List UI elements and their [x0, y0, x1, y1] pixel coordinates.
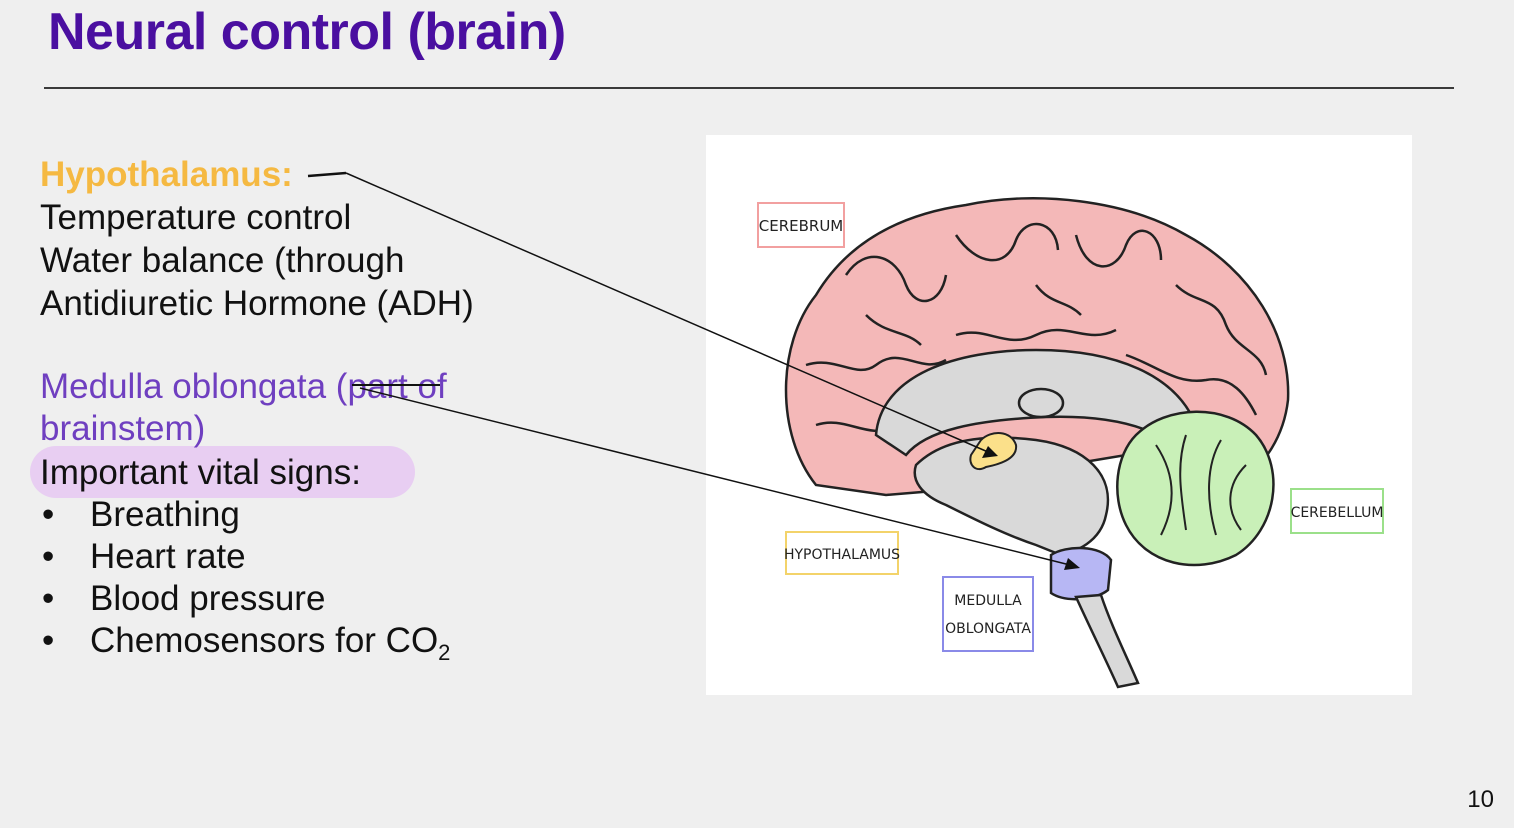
- cerebellum-label-box: [1290, 488, 1384, 534]
- vital-signs-list: •Breathing •Heart rate •Blood pressure •…: [40, 494, 450, 674]
- medulla-heading-main: Medulla oblongata: [40, 367, 327, 406]
- hypothalamus-heading: Hypothalamus:: [40, 155, 293, 194]
- hypothalamus-functions: Temperature control Water balance (throu…: [40, 196, 474, 325]
- hypothalamus-line-2: Water balance (through: [40, 241, 405, 280]
- cerebellum-folia: [1155, 434, 1247, 536]
- brain-diagram: CEREBRUM CEREBELLUM HYPOTHALAMUS MEDULLA…: [706, 135, 1412, 695]
- vital-signs-subheading: Important vital signs:: [40, 453, 361, 492]
- highlighter-mark: [30, 446, 415, 498]
- hypothalamus-line-1: Temperature control: [40, 198, 352, 237]
- medulla-label-line1: MEDULLA: [954, 593, 1022, 609]
- cerebellum-shape: [1116, 410, 1275, 567]
- medulla-heading: Medulla oblongata (part of brainstem): [40, 366, 560, 450]
- list-item: •Heart rate: [42, 537, 246, 576]
- page-number: 10: [1467, 786, 1494, 813]
- co2-subscript: 2: [438, 640, 451, 665]
- list-item: •Blood pressure: [42, 579, 326, 618]
- medulla-heading-line2: brainstem): [40, 409, 206, 448]
- hypothalamus-label: HYPOTHALAMUS: [784, 547, 900, 563]
- hypothalamus-line-3: Antidiuretic Hormone (ADH): [40, 284, 474, 323]
- slide-title: Neural control (brain): [48, 3, 566, 61]
- title-divider: [44, 87, 1454, 89]
- brain-svg: CEREBRUM CEREBELLUM HYPOTHALAMUS MEDULLA…: [757, 197, 1384, 689]
- strike-mark: [307, 171, 347, 178]
- medulla-label-box: [942, 576, 1034, 652]
- spinal-cord: [1074, 593, 1140, 689]
- fornix-shape: [1017, 387, 1065, 419]
- list-item: •Breathing: [42, 495, 240, 534]
- medulla-heading-tail: (part of: [326, 367, 447, 406]
- cerebellum-label: CEREBELLUM: [1291, 505, 1384, 521]
- medulla-label-line2: OBLONGATA: [945, 621, 1031, 637]
- cerebrum-label: CEREBRUM: [759, 217, 844, 235]
- list-item: •Chemosensors for CO2: [42, 621, 451, 665]
- medulla-region: [1049, 546, 1113, 601]
